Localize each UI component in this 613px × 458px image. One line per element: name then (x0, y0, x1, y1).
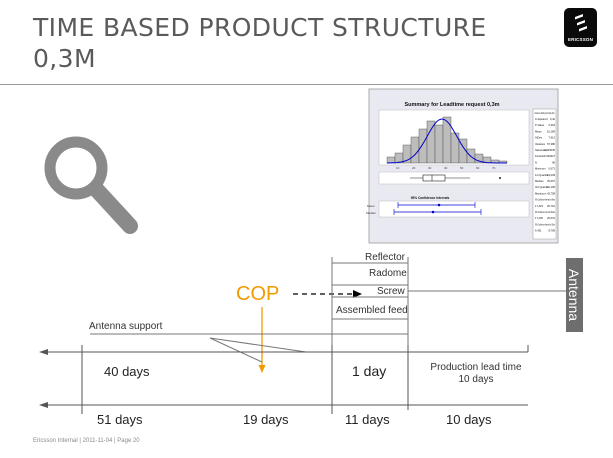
histogram-bar (418, 128, 428, 164)
stats-label: Mean (535, 129, 542, 133)
svg-text:60: 60 (476, 166, 480, 170)
stats-label: 17,423 (535, 204, 543, 208)
component-reflector: Reflector (365, 252, 406, 263)
stats-value: 0,629327 (544, 154, 555, 158)
stats-value: 25,667 (547, 179, 555, 183)
component-screw: Screw (377, 286, 405, 297)
row2-51-days: 51 days (97, 412, 143, 427)
stats-value: 21,009 (547, 173, 555, 177)
stats-label: Maximum (535, 191, 546, 195)
chart-statistics: Anderson-Darling Normality TestA-Squared… (535, 111, 556, 233)
logo-text: ERICSSON (567, 37, 594, 42)
histogram-bar (386, 156, 396, 164)
row2-19-days: 19 days (243, 412, 289, 427)
stats-label: Variance (535, 142, 546, 146)
stats-label: 3rd Quartile (535, 185, 549, 189)
row1-40-days: 40 days (104, 364, 150, 379)
antenna-label: Antenna (566, 268, 582, 322)
stats-label: P-Value (535, 123, 545, 127)
row2-10-days: 10 days (446, 412, 492, 427)
stats-value: 42,758 (547, 191, 555, 195)
component-radome: Radome (369, 268, 407, 279)
chart-title: Summary for Leadtime request 0,3m (404, 102, 499, 108)
stats-value: 20,631 (547, 216, 555, 220)
timeline-ticks (81, 345, 529, 414)
summary-chart: Summary for Leadtime request 0,3m 10 20 30… (366, 88, 559, 244)
svg-text:20: 20 (412, 166, 416, 170)
stats-value: 0,343035 (544, 148, 555, 152)
title-line-1: TIME BASED PRODUCT STRUCTURE (33, 13, 487, 42)
stats-label: 1st Quartile (535, 173, 549, 177)
stats-label: 95% Confidence Interval for Median (535, 210, 555, 214)
title-line-2: 0,3M (33, 44, 96, 73)
stats-label: A-Squared (535, 117, 548, 121)
ericsson-logo: ERICSSON (564, 8, 597, 47)
title-divider (0, 84, 613, 85)
antenna-support-label: Antenna support (89, 321, 163, 332)
production-lead-label: Production lead time 10 days (430, 362, 522, 385)
histogram-bar (426, 120, 436, 164)
stats-label: N (535, 160, 537, 164)
stats-label: 17,236 (535, 216, 543, 220)
chart-ci-title: 95% Confidence Intervals (411, 196, 450, 200)
svg-text:30: 30 (428, 166, 432, 170)
chart-x-ticks: 10 20 30 40 50 60 70 (396, 166, 496, 170)
magnifier-icon (44, 136, 138, 234)
stats-value: 7,912 (549, 136, 556, 140)
row1-1-day: 1 day (352, 363, 387, 379)
chart-ci-median-label: Median (366, 211, 376, 215)
svg-text:10: 10 (396, 166, 400, 170)
component-assembled-feed: Assembled feed (336, 305, 408, 316)
row2-11-days: 11 days (345, 412, 390, 427)
crossing-lines (209, 337, 307, 363)
histogram-bar (410, 136, 420, 164)
slide-title: TIME BASED PRODUCT STRUCTURE 0,3M (33, 12, 503, 74)
stats-value: 57,386 (547, 142, 555, 146)
stats-value: 16,189 (547, 129, 555, 133)
stats-value: 0,318 (549, 123, 556, 127)
stats-value: 96 (552, 160, 555, 164)
stats-label: Kurtosis (535, 154, 545, 158)
stats-label: Median (535, 179, 544, 183)
ericsson-logo-icon (575, 14, 587, 32)
chart-ci-mean-label: Mean (367, 204, 375, 208)
stats-label: 6,431 (535, 229, 542, 233)
stats-value: 0,42 (550, 117, 556, 121)
stats-value: 0,671 (549, 167, 556, 171)
stats-label: 95% Confidence Interval for StDev (535, 222, 555, 226)
stats-label: Minimum (535, 167, 546, 171)
stats-value: 8,799 (549, 229, 556, 233)
stats-value: 31,105 (547, 185, 555, 189)
svg-text:50: 50 (460, 166, 464, 170)
footer: Ericsson Internal | 2011-11-04 | Page 20 (33, 438, 140, 444)
antenna-box (566, 258, 583, 332)
svg-text:70: 70 (492, 166, 496, 170)
stats-label: 95% Confidence Interval for Mean (535, 198, 555, 202)
histogram-bar (434, 124, 444, 164)
chart-normal-curve (386, 118, 507, 164)
svg-text:40: 40 (444, 166, 448, 170)
cop-label: COP (236, 283, 280, 305)
stats-label: StDev (535, 136, 543, 140)
stats-header: Anderson-Darling Normality Test (535, 111, 555, 115)
chart-histogram (386, 116, 508, 164)
stats-label: Skewness (535, 148, 548, 152)
stats-value: 20,761 (547, 204, 555, 208)
